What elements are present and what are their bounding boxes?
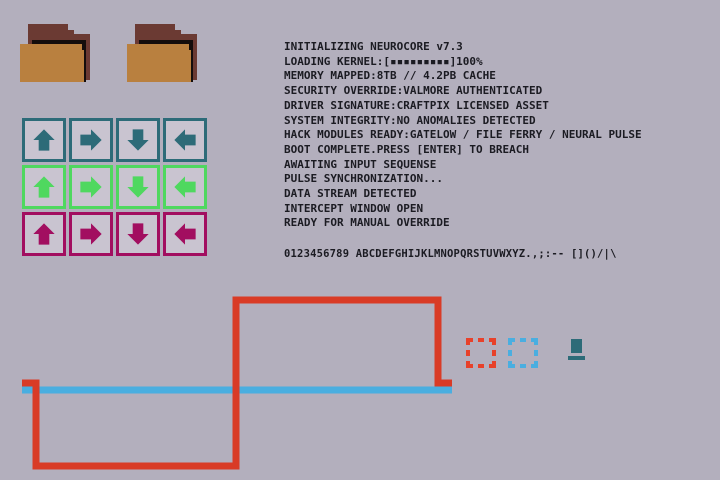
terminal-line: AWAITING INPUT SEQUENSE bbox=[284, 157, 437, 171]
folder-tab-slope bbox=[66, 30, 74, 36]
arrow-up-icon bbox=[33, 176, 55, 198]
selection-box-red[interactable] bbox=[466, 338, 500, 372]
terminal-line: READY FOR MANUAL OVERRIDE bbox=[284, 216, 450, 230]
terminal-line: SECURITY OVERRIDE:VALMORE AUTHENTICATED bbox=[284, 84, 543, 98]
terminal-line: SYSTEM INTEGRITY:NO ANOMALIES DETECTED bbox=[284, 113, 536, 127]
terminal-line: DRIVER SIGNATURE:CRAFTPIX LICENSED ASSET bbox=[284, 98, 549, 112]
arrow-button-up[interactable] bbox=[22, 118, 66, 162]
arrow-button-left[interactable] bbox=[163, 212, 207, 256]
folder-front-edge-right bbox=[80, 50, 84, 82]
arrow-button-left[interactable] bbox=[163, 118, 207, 162]
selection-box-red-icon bbox=[466, 338, 496, 368]
terminal-line: BOOT COMPLETE.PRESS [ENTER] TO BREACH bbox=[284, 142, 530, 156]
folder-front-panel bbox=[20, 44, 82, 82]
arrow-left-icon bbox=[174, 129, 196, 151]
terminal-line: MEMORY MAPPED:8TB // 4.2PB CACHE bbox=[284, 69, 496, 83]
terminal-line: INITIALIZING NEUROCORE v7.3 bbox=[284, 40, 463, 53]
arrow-button-right[interactable] bbox=[69, 212, 113, 256]
terminal-line: INTERCEPT WINDOW OPEN bbox=[284, 201, 424, 215]
arrow-down-icon bbox=[127, 223, 149, 245]
arrow-right-icon bbox=[80, 129, 102, 151]
arrow-button-down[interactable] bbox=[116, 165, 160, 209]
arrow-button-grid bbox=[22, 118, 210, 259]
pulse-series bbox=[22, 296, 452, 470]
cursor-marker-icon bbox=[568, 339, 585, 360]
cursor-marker[interactable] bbox=[568, 339, 594, 365]
charset-specimen-line: 0123456789 ABCDEFGHIJKLMNOPQRSTUVWXYZ.,;… bbox=[284, 248, 617, 260]
arrow-button-up[interactable] bbox=[22, 165, 66, 209]
selection-box-blue-icon bbox=[508, 338, 538, 368]
arrow-left-icon bbox=[174, 176, 196, 198]
arrow-up-icon bbox=[33, 129, 55, 151]
arrow-right-icon bbox=[80, 176, 102, 198]
pulse-waveform-chart bbox=[0, 288, 470, 480]
arrow-row-green bbox=[22, 165, 210, 212]
terminal-line: DATA STREAM DETECTED bbox=[284, 187, 417, 201]
terminal-line: HACK MODULES READY:GATELOW / FILE FERRY … bbox=[284, 128, 642, 142]
arrow-button-down[interactable] bbox=[116, 118, 160, 162]
arrow-button-down[interactable] bbox=[116, 212, 160, 256]
arrow-down-icon bbox=[127, 129, 149, 151]
folder-front-edge-right bbox=[187, 50, 191, 82]
terminal-line: LOADING KERNEL:[▪▪▪▪▪▪▪▪▪]100% bbox=[284, 54, 483, 68]
arrow-down-icon bbox=[127, 176, 149, 198]
arrow-row-magenta bbox=[22, 212, 210, 259]
folder-front-panel bbox=[127, 44, 189, 82]
selection-box-blue[interactable] bbox=[508, 338, 542, 372]
arrow-button-up[interactable] bbox=[22, 212, 66, 256]
arrow-button-right[interactable] bbox=[69, 118, 113, 162]
arrow-right-icon bbox=[80, 223, 102, 245]
arrow-row-teal bbox=[22, 118, 210, 165]
arrow-button-right[interactable] bbox=[69, 165, 113, 209]
folder-tab-slope bbox=[173, 30, 181, 36]
folder-front-edge-left bbox=[20, 48, 24, 82]
terminal-line: PULSE SYNCHRONIZATION... bbox=[284, 172, 443, 186]
arrow-left-icon bbox=[174, 223, 196, 245]
folder-icon-1[interactable] bbox=[18, 24, 96, 84]
folder-tab bbox=[28, 24, 68, 36]
waveform-svg bbox=[22, 296, 452, 470]
arrow-button-left[interactable] bbox=[163, 165, 207, 209]
folder-front-edge-left bbox=[127, 48, 131, 82]
arrow-up-icon bbox=[33, 223, 55, 245]
folder-tab bbox=[135, 24, 175, 36]
folder-icon-2[interactable] bbox=[125, 24, 203, 84]
